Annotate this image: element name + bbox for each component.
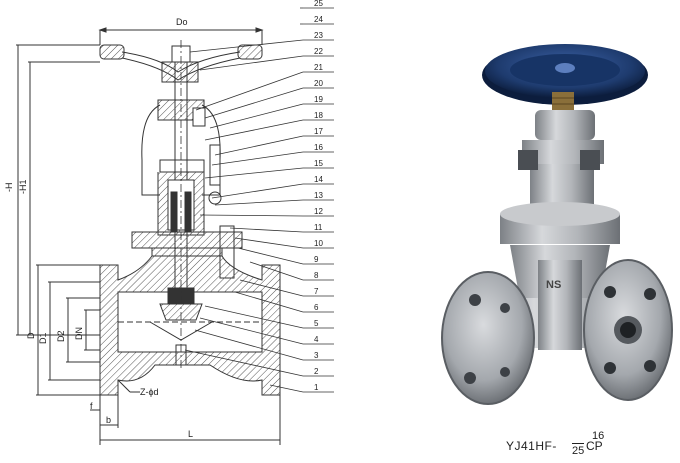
part-number-label: 5 [314, 319, 319, 328]
part-leader-line [199, 214, 304, 217]
part-leaders [184, 7, 334, 393]
part-leader-line [234, 291, 304, 313]
drawing-dim-labels: Do -H -H1 D D1 D2 DN Z-ϕd f b L [4, 17, 193, 439]
dim-label-h: -H [4, 183, 14, 193]
model-sup: 16 [592, 430, 605, 442]
part-number-label: 23 [314, 31, 323, 40]
model-main: YJ41HF- [506, 439, 557, 453]
dim-label-do: Do [176, 17, 188, 27]
part-number-label: 11 [314, 223, 323, 232]
part-leader-line [204, 87, 304, 119]
part-number-label: 22 [314, 47, 323, 56]
part-leader-line [204, 167, 304, 179]
part-leader-line [211, 151, 304, 166]
svg-text:NS: NS [546, 279, 561, 291]
dim-label-d2: D2 [56, 330, 66, 342]
model-tail: CP [586, 439, 603, 453]
part-number-label: 4 [314, 335, 319, 344]
part-number-label: 21 [314, 63, 323, 72]
valve-photo: NS [441, 44, 673, 405]
part-number-label: 17 [314, 127, 323, 136]
drawing-lines [16, 27, 281, 445]
dim-label-l: L [188, 429, 193, 439]
dim-label-dn: DN [74, 327, 84, 340]
part-number-label: 2 [314, 367, 319, 376]
part-number-label: 16 [314, 143, 323, 152]
model-caption: YJ41HF- 16 25 CP [500, 429, 650, 459]
dim-label-f: f [90, 401, 93, 411]
part-leader-line [209, 103, 304, 129]
part-number-label: 8 [314, 271, 319, 280]
part-number-label: 18 [314, 111, 323, 120]
part-leader-line [204, 305, 304, 329]
part-number-label: 9 [314, 255, 319, 264]
part-leader-line [214, 199, 304, 206]
part-number-label: 12 [314, 207, 323, 216]
dim-label-bolt: Z-ϕd [140, 387, 159, 397]
part-number-label: 6 [314, 303, 319, 312]
part-leader-line [214, 135, 304, 156]
part-leader-line [234, 237, 304, 249]
part-number-label: 15 [314, 159, 323, 168]
part-number-label: 20 [314, 79, 323, 88]
part-leader-line [194, 329, 304, 361]
part-number-label: 14 [314, 175, 323, 184]
part-leader-line [229, 227, 304, 233]
part-number-label: 3 [314, 351, 319, 360]
part-number-label: 1 [314, 383, 319, 392]
model-fraction-bar [572, 443, 584, 444]
part-numbers: 2524232221201918171615141312111098765432… [314, 0, 323, 392]
part-number-label: 10 [314, 239, 323, 248]
part-number-label: 24 [314, 15, 323, 24]
part-leader-line [211, 183, 304, 199]
part-leader-line [239, 279, 304, 297]
part-number-label: 7 [314, 287, 319, 296]
part-leader-line [195, 71, 304, 111]
part-leader-line [237, 247, 304, 265]
part-leader-line [269, 384, 304, 393]
part-leader-line [199, 55, 304, 71]
part-number-label: 19 [314, 95, 323, 104]
part-leader-line [199, 317, 304, 345]
model-sub: 25 [572, 445, 585, 457]
part-number-label: 13 [314, 191, 323, 200]
dim-label-h1: -H1 [18, 179, 28, 194]
part-leader-line [204, 119, 304, 141]
part-leader-line [189, 39, 304, 53]
part-number-label: 25 [314, 0, 323, 8]
dim-label-b: b [106, 415, 111, 425]
part-leader-line [249, 261, 304, 281]
part-leader-line [184, 349, 304, 377]
dim-label-d1: D1 [38, 332, 48, 344]
dim-label-d: D [26, 332, 36, 339]
